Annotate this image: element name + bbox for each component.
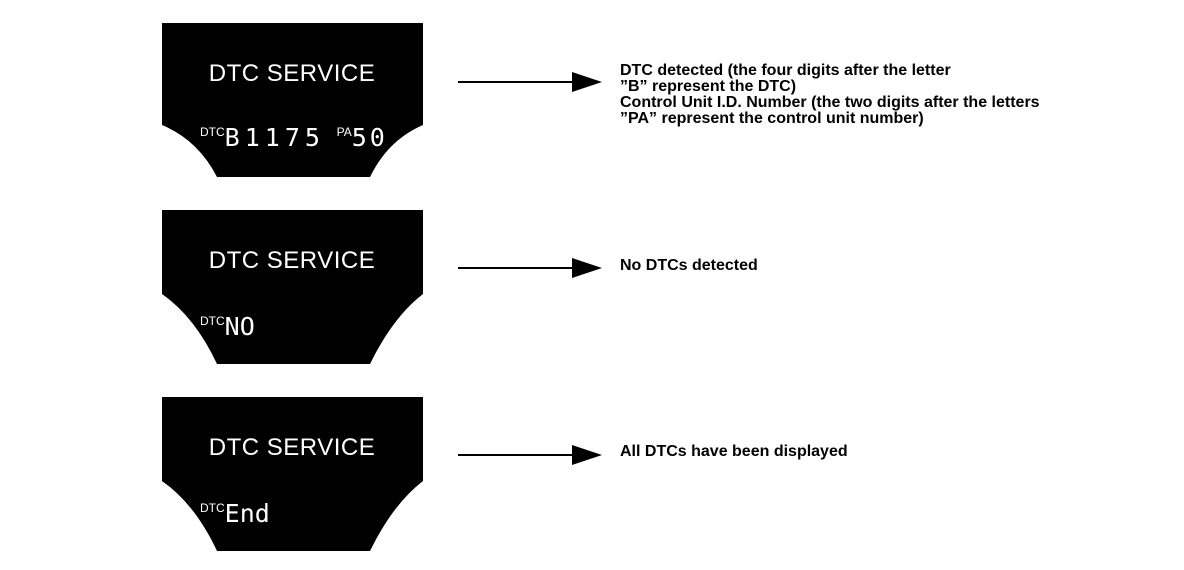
description-line: DTC detected (the four digits after the … bbox=[620, 62, 951, 79]
description: DTC detected (the four digits after the … bbox=[620, 63, 1040, 127]
arrow-right-icon bbox=[458, 445, 602, 465]
description-line: All DTCs have been displayed bbox=[620, 443, 848, 460]
arrow-right-icon bbox=[458, 258, 602, 278]
description: All DTCs have been displayed bbox=[620, 444, 848, 460]
description-line: Control Unit I.D. Number (the two digits… bbox=[620, 94, 1040, 111]
description-line: ”B” represent the DTC) bbox=[620, 78, 797, 95]
pa-prefix: PA bbox=[336, 125, 352, 139]
dtc-prefix: DTC bbox=[200, 501, 225, 515]
display-code: DTCNO bbox=[200, 312, 255, 341]
description-line: No DTCs detected bbox=[620, 257, 758, 274]
display-code: DTCB1175 PA50 bbox=[200, 123, 388, 152]
display-panel-dtc-detected: DTC SERVICE DTCB1175 PA50 DTC detected (… bbox=[0, 22, 1184, 192]
display-code: DTCEnd bbox=[200, 499, 270, 528]
display-title: DTC SERVICE bbox=[208, 60, 376, 87]
description-line: ”PA” represent the control unit number) bbox=[620, 110, 924, 127]
dtc-prefix: DTC bbox=[200, 125, 225, 139]
display-title: DTC SERVICE bbox=[208, 434, 376, 461]
display-panel-no-dtc: DTC SERVICE DTCNO No DTCs detected bbox=[0, 209, 1184, 379]
display-screen bbox=[162, 23, 423, 177]
arrow-right-icon bbox=[458, 72, 602, 92]
dtc-code: B1175 bbox=[224, 123, 325, 152]
display-panel-end: DTC SERVICE DTCEnd All DTCs have been di… bbox=[0, 396, 1184, 566]
display-screen bbox=[162, 210, 423, 364]
display-title: DTC SERVICE bbox=[208, 247, 376, 274]
dtc-prefix: DTC bbox=[200, 314, 225, 328]
dtc-code: End bbox=[224, 499, 270, 528]
dtc-code: NO bbox=[224, 312, 255, 341]
display-screen bbox=[162, 397, 423, 551]
description: No DTCs detected bbox=[620, 258, 758, 274]
pa-value: 50 bbox=[351, 123, 388, 152]
